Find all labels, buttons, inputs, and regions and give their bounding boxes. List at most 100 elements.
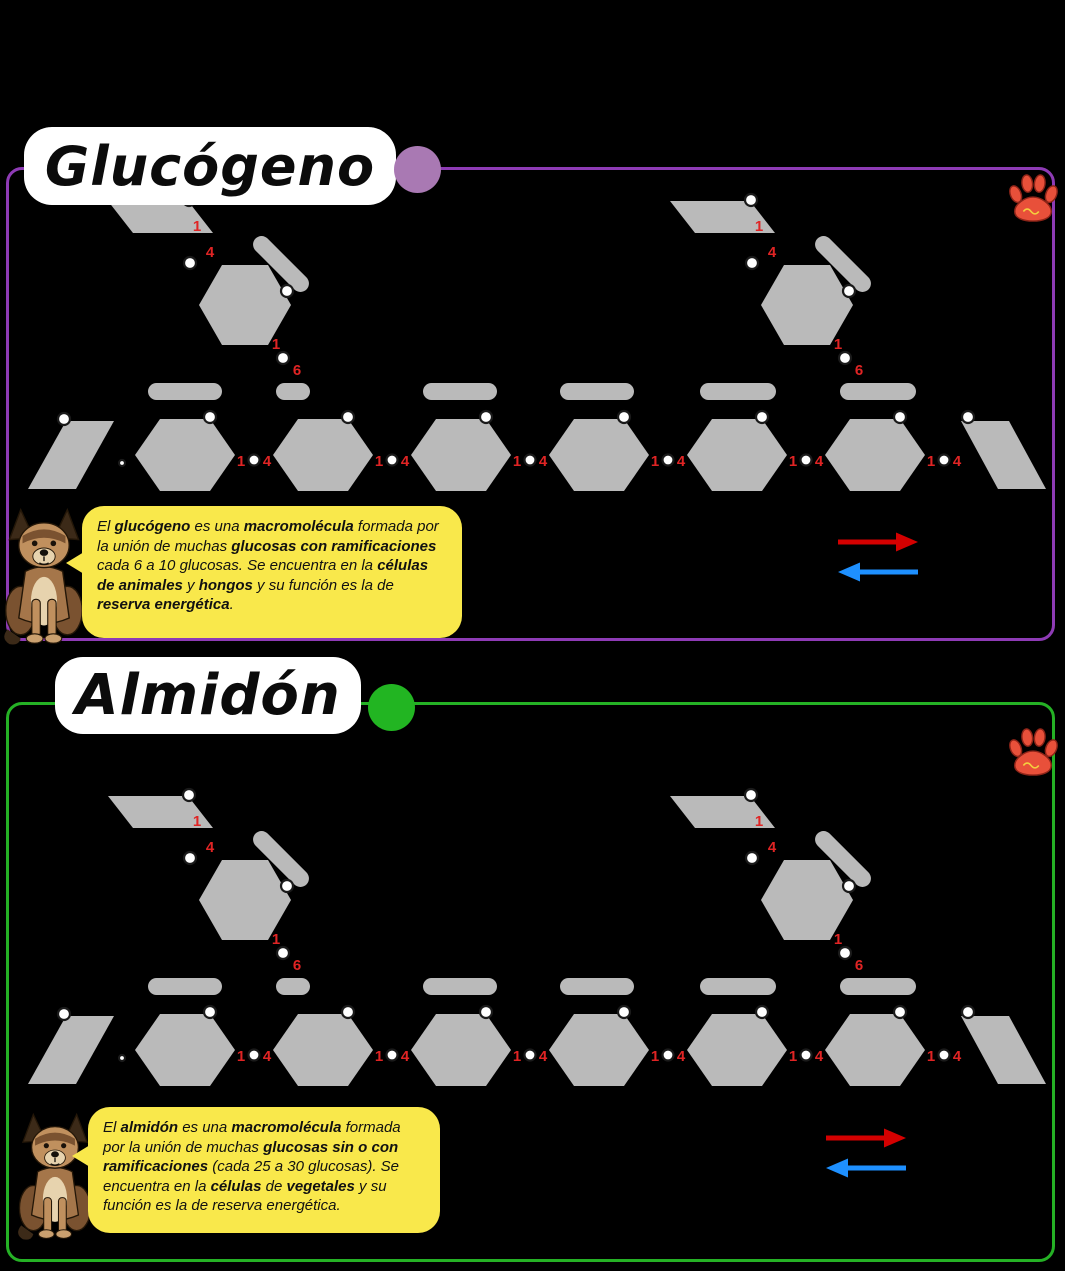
oxygen-atom: [523, 453, 537, 467]
oxygen-atom: [754, 1004, 770, 1020]
bond-dot: [117, 1053, 127, 1063]
bond-label-1: 1: [789, 1048, 797, 1065]
oxygen-atom: [523, 1048, 537, 1062]
forward-arrow-head: [884, 1128, 906, 1148]
bond-label-6: 6: [293, 362, 301, 379]
paw-signature-squiggle: [1022, 762, 1040, 769]
chain-glucose-ring: [825, 1014, 925, 1086]
oxygen-atom: [478, 409, 494, 425]
oxygen-atom: [837, 945, 853, 961]
reaction-arrows: [838, 532, 918, 582]
text-segment: glucosas sin o con ramificaciones: [103, 1138, 399, 1176]
bond-label-1: 1: [834, 336, 842, 353]
paw-shape: [1009, 728, 1058, 776]
text-segment: vegetales: [286, 1177, 355, 1195]
chain-bond-bar: [840, 383, 916, 400]
chain-glucose-ring: [411, 419, 511, 491]
oxygen-atom: [744, 255, 760, 271]
paw-logo-icon: [1009, 728, 1058, 776]
oxygen-atom: [960, 1004, 976, 1020]
chain-end-unit: [961, 1016, 1046, 1084]
oxygen-atom: [661, 1048, 675, 1062]
almidon-title-dot: [368, 684, 415, 731]
text-segment: formada por la unión de muchas: [97, 518, 439, 555]
oxygen-atom: [340, 409, 356, 425]
text-segment: El: [97, 518, 115, 535]
chain-glucose-ring: [687, 1014, 787, 1086]
oxygen-atom: [56, 411, 72, 427]
branch-bond-bar: [815, 831, 871, 887]
branch-glucose-top: [108, 796, 213, 828]
bond-label-4: 4: [206, 839, 215, 856]
oxygen-atom: [616, 409, 632, 425]
bond-label-1: 1: [237, 453, 245, 470]
text-segment: células de animales: [97, 557, 429, 594]
branch-glucose-top: [670, 201, 775, 233]
oxygen-atom: [799, 1048, 813, 1062]
text-segment: es una: [178, 1119, 232, 1136]
text-segment: glucosas con ramificaciones: [231, 537, 437, 555]
oxygen-atom: [56, 1006, 72, 1022]
text-segment: es una: [190, 518, 244, 535]
bond-label-1: 1: [651, 453, 659, 470]
reverse-arrow-head: [826, 1158, 848, 1178]
reaction-arrows: [826, 1128, 906, 1178]
text-segment: .: [229, 596, 234, 613]
branch-bond-bar: [815, 236, 871, 292]
branch-bond-bar: [253, 831, 309, 887]
chain-bond-bar: [276, 383, 310, 400]
oxygen-atom: [799, 453, 813, 467]
chain-bond-bar: [148, 978, 222, 995]
bond-label-4: 4: [263, 1048, 272, 1065]
bond-label-4: 4: [768, 839, 777, 856]
bond-label-1: 1: [272, 931, 280, 948]
oxygen-atom: [841, 878, 857, 894]
almidon-description-text: El almidón es una macromolécula formada …: [103, 1119, 401, 1214]
bond-label-1: 1: [927, 453, 935, 470]
chain-glucose-ring: [687, 419, 787, 491]
text-segment: y su función es la de: [252, 576, 394, 594]
bond-label-6: 6: [855, 362, 863, 379]
bond-label-4: 4: [539, 1048, 548, 1065]
oxygen-atom: [892, 409, 908, 425]
text-segment: formada por la unión de muchas: [103, 1119, 401, 1156]
oxygen-atom: [754, 409, 770, 425]
text-segment: de: [261, 1177, 287, 1195]
text-segment: y: [182, 576, 199, 594]
oxygen-atom: [181, 787, 197, 803]
oxygen-atom: [202, 1004, 218, 1020]
bond-label-1: 1: [375, 453, 383, 470]
oxygen-atom: [841, 283, 857, 299]
almidon-title: Almidón: [75, 663, 341, 728]
glucogeno-title-box: Glucógeno: [24, 127, 396, 205]
text-segment: macromolécula: [231, 1119, 342, 1136]
glucogeno-title: Glucógeno: [44, 134, 376, 198]
almidon-title-box: Almidón: [55, 657, 361, 734]
chain-bond-bar: [276, 978, 310, 995]
bond-label-1: 1: [651, 1048, 659, 1065]
bond-label-4: 4: [206, 244, 215, 261]
text-segment: cada 6 a 10 glucosas. Se encuentra en la: [97, 557, 378, 574]
oxygen-atom: [892, 1004, 908, 1020]
bond-label-1: 1: [789, 453, 797, 470]
branch-glucose-top: [108, 201, 213, 233]
bond-label-4: 4: [953, 1048, 962, 1065]
glucogeno-panel: [6, 167, 1055, 641]
bond-label-4: 4: [401, 453, 410, 470]
bond-label-6: 6: [293, 957, 301, 974]
dog-mascot-icon: [4, 507, 83, 645]
bond-label-4: 4: [953, 453, 962, 470]
chain-glucose-ring: [411, 1014, 511, 1086]
bond-label-1: 1: [755, 218, 763, 235]
oxygen-atom: [202, 409, 218, 425]
text-segment: El: [103, 1119, 121, 1136]
oxygen-atom: [279, 283, 295, 299]
reverse-arrow-head: [838, 562, 860, 582]
bond-label-1: 1: [513, 453, 521, 470]
chain-bond-bar: [700, 978, 776, 995]
bond-label-1: 1: [927, 1048, 935, 1065]
branch-glucose-ring: [761, 860, 853, 940]
oxygen-atom: [837, 350, 853, 366]
oxygen-atom: [616, 1004, 632, 1020]
